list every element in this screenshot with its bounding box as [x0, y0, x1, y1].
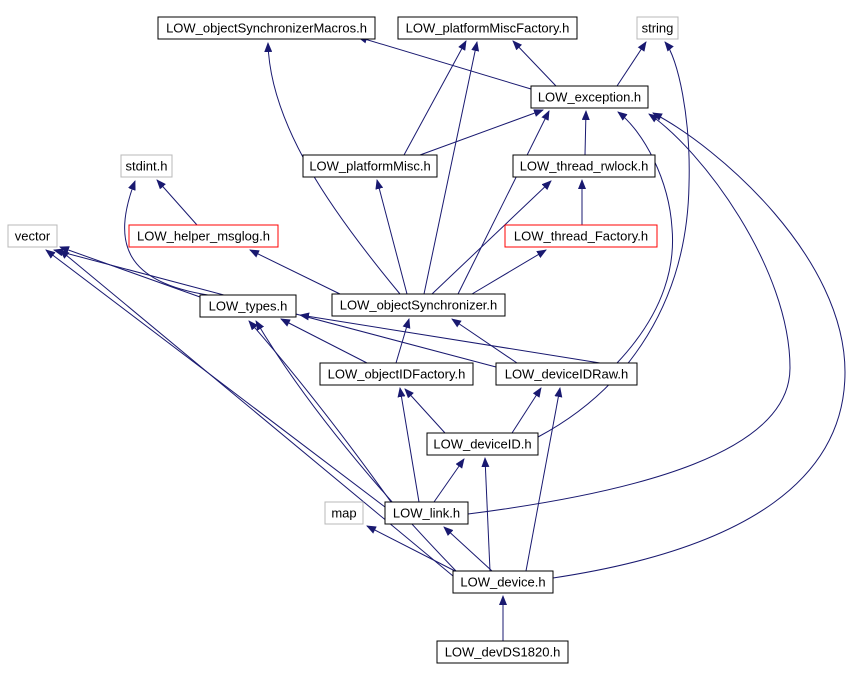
node-label-low-objectsynchronizermacros-h[interactable]: LOW_objectSynchronizerMacros.h: [166, 21, 367, 36]
edge-low-exception-h-to-low-platformmiscfactory-h: [512, 40, 557, 87]
edge-low-deviceidraw-h-to-low-types-h: [299, 312, 601, 364]
node-low-objectsynchronizermacros-h[interactable]: LOW_objectSynchronizerMacros.h: [157, 16, 376, 40]
node-box-low-deviceidraw-h[interactable]: [495, 362, 638, 386]
edge-low-deviceid-h-to-low-objectidfactory-h: [404, 388, 446, 434]
node-box-low-platformmiscfactory-h[interactable]: [397, 16, 578, 40]
node-box-low-thread-rwlock-h[interactable]: [512, 154, 656, 178]
edge-low-platformmisc-h-to-low-platformmiscfactory-h: [403, 40, 467, 156]
node-label-low-deviceidraw-h[interactable]: LOW_deviceIDRaw.h: [505, 367, 629, 382]
node-box-low-helper-msglog-h[interactable]: [128, 224, 279, 248]
edge-low-objectidfactory-h-to-low-types-h: [280, 318, 368, 364]
edge-low-objectidfactory-h-to-low-objectsynchronizer-h: [395, 318, 411, 364]
node-label-low-platformmiscfactory-h[interactable]: LOW_platformMiscFactory.h: [406, 21, 570, 36]
node-low-devds1820-h[interactable]: LOW_devDS1820.h: [436, 640, 569, 664]
node-box-low-thread-factory-h[interactable]: [504, 224, 658, 248]
node-label-low-device-h[interactable]: LOW_device.h: [460, 575, 545, 590]
edge-low-objectsynchronizer-h-to-low-thread-rwlock-h: [431, 180, 552, 295]
node-low-types-h[interactable]: LOW_types.h: [199, 294, 297, 318]
node-low-deviceidraw-h[interactable]: LOW_deviceIDRaw.h: [495, 362, 638, 386]
node-string[interactable]: string: [636, 16, 679, 40]
edge-low-thread-rwlock-h-to-low-exception-h: [581, 110, 590, 156]
edge-low-deviceid-h-to-string: [537, 41, 690, 438]
edge-low-objectsynchronizer-h-to-low-platformmiscfactory-h: [423, 41, 480, 295]
edge-low-objectsynchronizer-h-to-low-thread-factory-h: [471, 249, 547, 295]
node-label-stdint-h[interactable]: stdint.h: [126, 159, 168, 174]
node-low-helper-msglog-h[interactable]: LOW_helper_msglog.h: [128, 224, 279, 248]
edges-layer: [45, 35, 846, 641]
node-label-map[interactable]: map: [331, 506, 356, 521]
edge-low-deviceidraw-h-to-low-objectsynchronizer-h: [451, 318, 518, 364]
edge-low-objectsynchronizer-h-to-low-helper-msglog-h: [249, 249, 341, 295]
node-label-low-devds1820-h[interactable]: LOW_devDS1820.h: [445, 645, 561, 660]
edge-low-deviceid-h-to-low-deviceidraw-h: [511, 387, 542, 434]
node-box-stdint-h[interactable]: [120, 154, 173, 178]
edge-low-types-h-to-stdint-h: [124, 180, 209, 296]
edge-low-link-h-to-low-deviceid-h: [433, 458, 465, 503]
edge-low-platformmisc-h-to-low-exception-h: [419, 109, 544, 156]
edge-low-exception-h-to-string: [616, 41, 647, 87]
edge-low-link-h-to-vector: [45, 249, 386, 508]
node-low-objectidfactory-h[interactable]: LOW_objectIDFactory.h: [319, 362, 474, 386]
node-label-low-deviceid-h[interactable]: LOW_deviceID.h: [433, 437, 531, 452]
node-box-low-platformmisc-h[interactable]: [302, 154, 438, 178]
node-box-string[interactable]: [636, 16, 679, 40]
node-label-vector[interactable]: vector: [15, 229, 51, 244]
node-box-low-objectsynchronizermacros-h[interactable]: [157, 16, 376, 40]
node-label-low-thread-rwlock-h[interactable]: LOW_thread_rwlock.h: [520, 159, 649, 174]
edge-low-device-h-to-map: [366, 525, 456, 572]
node-low-exception-h[interactable]: LOW_exception.h: [530, 85, 649, 109]
edge-low-device-h-to-low-deviceid-h: [481, 457, 491, 572]
node-box-low-objectidfactory-h[interactable]: [319, 362, 474, 386]
node-low-thread-factory-h[interactable]: LOW_thread_Factory.h: [504, 224, 658, 248]
node-box-low-types-h[interactable]: [199, 294, 297, 318]
node-label-string[interactable]: string: [642, 21, 674, 36]
node-low-platformmiscfactory-h[interactable]: LOW_platformMiscFactory.h: [397, 16, 578, 40]
node-low-link-h[interactable]: LOW_link.h: [384, 501, 469, 525]
node-low-thread-rwlock-h[interactable]: LOW_thread_rwlock.h: [512, 154, 656, 178]
node-vector[interactable]: vector: [7, 224, 58, 248]
node-low-device-h[interactable]: LOW_device.h: [452, 570, 554, 594]
edge-low-device-h-to-low-types-h: [255, 320, 457, 572]
node-label-low-link-h[interactable]: LOW_link.h: [393, 506, 460, 521]
node-label-low-exception-h[interactable]: LOW_exception.h: [538, 90, 641, 105]
node-label-low-types-h[interactable]: LOW_types.h: [209, 299, 288, 314]
edge-low-exception-h-to-low-objectsynchronizermacros-h: [357, 35, 532, 90]
node-label-low-helper-msglog-h[interactable]: LOW_helper_msglog.h: [137, 229, 270, 244]
node-box-map[interactable]: [324, 501, 364, 525]
edge-low-objectsynchronizer-h-to-low-platformmisc-h: [375, 179, 408, 295]
edge-low-helper-msglog-h-to-stdint-h: [156, 179, 198, 226]
edge-low-objectsynchronizer-h-to-low-exception-h: [457, 110, 550, 295]
node-low-objectsynchronizer-h[interactable]: LOW_objectSynchronizer.h: [331, 293, 506, 317]
node-box-low-objectsynchronizer-h[interactable]: [331, 293, 506, 317]
node-map[interactable]: map: [324, 501, 364, 525]
edge-low-deviceidraw-h-to-low-exception-h: [616, 111, 673, 364]
edge-low-device-h-to-low-link-h: [443, 526, 493, 572]
edge-low-link-h-to-low-objectidfactory-h: [397, 387, 420, 503]
edge-low-device-h-to-low-deviceidraw-h: [525, 387, 563, 572]
edge-low-types-h-to-vector: [59, 246, 201, 298]
node-box-low-device-h[interactable]: [452, 570, 554, 594]
edge-low-device-h-to-low-exception-h: [552, 112, 846, 579]
node-label-low-objectidfactory-h[interactable]: LOW_objectIDFactory.h: [328, 367, 466, 382]
node-label-low-platformmisc-h[interactable]: LOW_platformMisc.h: [309, 159, 430, 174]
edge-low-link-h-to-low-types-h: [248, 320, 392, 503]
node-label-low-thread-factory-h[interactable]: LOW_thread_Factory.h: [514, 229, 648, 244]
node-stdint-h[interactable]: stdint.h: [120, 154, 173, 178]
node-low-deviceid-h[interactable]: LOW_deviceID.h: [426, 432, 539, 456]
node-box-low-exception-h[interactable]: [530, 85, 649, 109]
node-box-low-devds1820-h[interactable]: [436, 640, 569, 664]
node-box-vector[interactable]: [7, 224, 58, 248]
edge-low-link-h-to-low-exception-h: [467, 113, 791, 515]
node-box-low-deviceid-h[interactable]: [426, 432, 539, 456]
node-box-low-link-h[interactable]: [384, 501, 469, 525]
node-low-platformmisc-h[interactable]: LOW_platformMisc.h: [302, 154, 438, 178]
node-label-low-objectsynchronizer-h[interactable]: LOW_objectSynchronizer.h: [340, 298, 498, 313]
